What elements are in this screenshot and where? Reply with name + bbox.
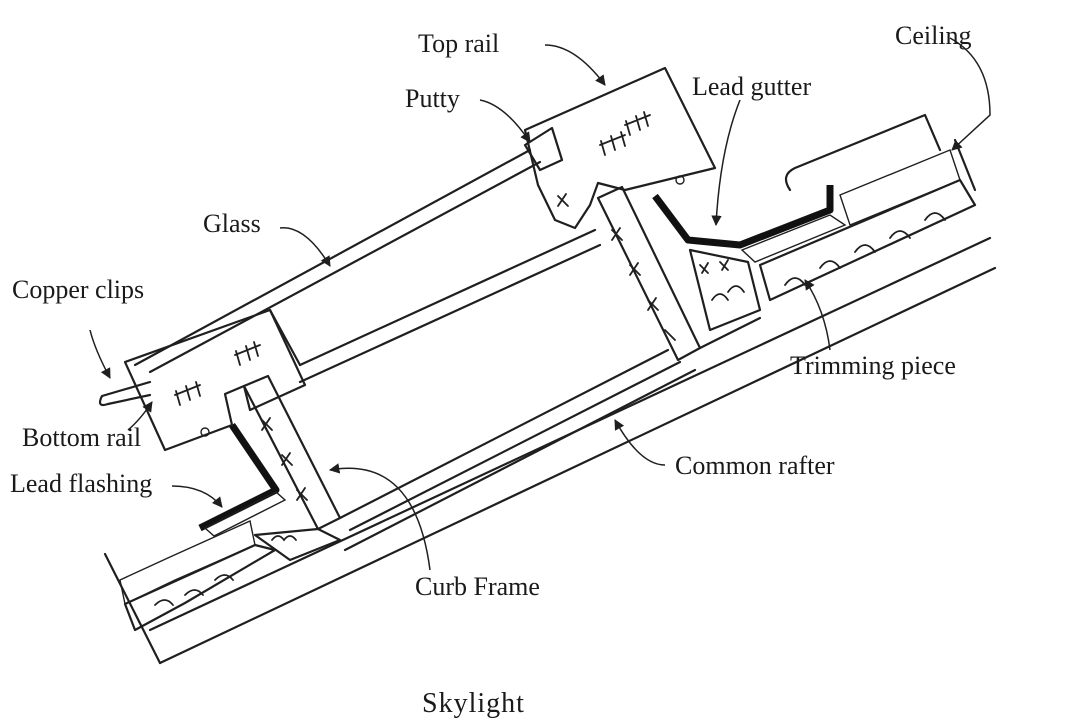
- label-glass: Glass: [203, 209, 261, 238]
- label-ceiling: Ceiling: [895, 21, 972, 50]
- lead-gutter: [652, 185, 847, 263]
- left-roof-construction: [103, 520, 277, 665]
- label-putty: Putty: [405, 84, 460, 113]
- label-common-rafter: Common rafter: [675, 451, 835, 480]
- label-copper-clips: Copper clips: [12, 275, 144, 304]
- copper-clip: [98, 380, 152, 407]
- label-lead-gutter: Lead gutter: [692, 72, 811, 101]
- leader-lines: [89, 37, 991, 571]
- lead-flashing: [198, 423, 287, 537]
- label-curb-frame: Curb Frame: [415, 572, 540, 601]
- label-trimming-piece: Trimming piece: [790, 351, 956, 380]
- glass-pane: [133, 148, 602, 384]
- trimming-piece: [688, 149, 977, 332]
- top-rail: [523, 66, 717, 230]
- label-top-rail: Top rail: [418, 29, 499, 58]
- curb-frame-right: [596, 185, 702, 362]
- diagram-caption: Skylight: [422, 688, 525, 719]
- bottom-rail: [123, 308, 307, 452]
- inner-lining: [338, 316, 762, 552]
- label-lead-flashing: Lead flashing: [10, 469, 152, 498]
- label-bottom-rail: Bottom rail: [22, 423, 141, 452]
